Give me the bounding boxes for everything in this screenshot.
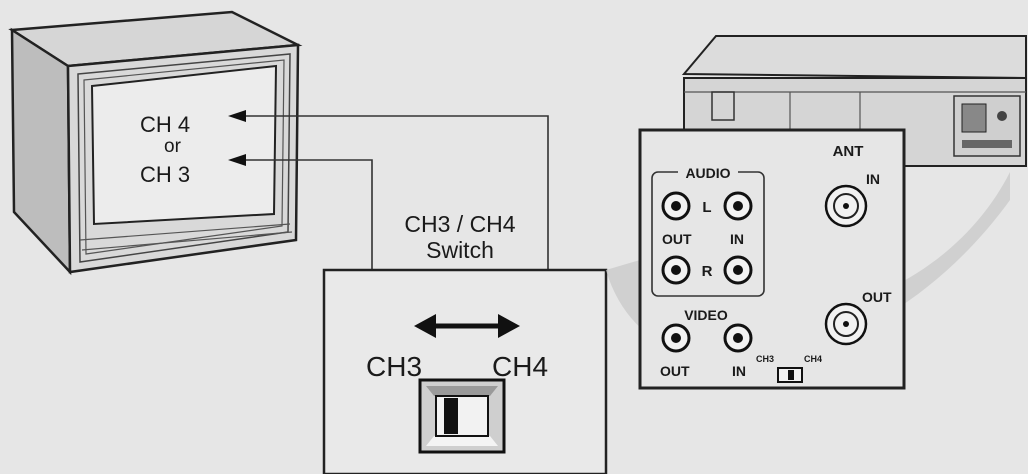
tv-side <box>10 27 72 276</box>
ant-out-connector-pin <box>843 321 849 327</box>
audio-right-channel-label: R <box>702 263 713 280</box>
slide-switch-knob[interactable] <box>444 398 458 434</box>
ant-out-connector-ring <box>833 311 859 337</box>
vcr-unit <box>681 35 1027 167</box>
tv-bezel-inner <box>83 59 285 255</box>
video-out-label: OUT <box>660 363 690 379</box>
switch-arrow-right-head <box>498 314 520 338</box>
audio-label-bg <box>678 163 738 181</box>
audio-out-left-jack-center <box>671 201 681 211</box>
ant-in-connector-ring <box>833 193 859 219</box>
switch-title-line1: CH3 / CH4 <box>404 211 515 237</box>
ant-in-connector-pin <box>843 203 849 209</box>
vcr-tape-slot <box>711 91 735 121</box>
tv-screen-or: or <box>164 136 182 157</box>
switch-title-line2: Switch <box>426 237 494 263</box>
audio-in-label: IN <box>730 231 744 247</box>
mini-ch3-label: CH3 <box>756 354 774 364</box>
tv-bottom-line <box>81 231 293 251</box>
video-out-jack-center <box>671 333 681 343</box>
ch4-arrowhead <box>228 110 246 122</box>
slide-switch-bevel <box>426 386 498 396</box>
switch-ch3-label: CH3 <box>366 351 422 382</box>
vcr-knob-icon <box>997 111 1007 121</box>
vcr-button-row <box>962 140 1012 148</box>
ant-in-label: IN <box>866 171 880 187</box>
tv-screen-ch3: CH 3 <box>140 162 190 187</box>
audio-in-right-jack-center <box>733 265 743 275</box>
switch-arrow-left-head <box>414 314 436 338</box>
ch3-arrowhead <box>228 154 246 166</box>
video-in-label: IN <box>732 363 746 379</box>
ant-label: ANT <box>833 143 864 160</box>
video-label: VIDEO <box>684 307 728 323</box>
mini-channel-switch-knob <box>788 370 794 380</box>
tv-screen <box>90 64 278 226</box>
switch-ch4-label: CH4 <box>492 351 548 382</box>
audio-left-channel-label: L <box>702 199 711 216</box>
vcr-rear-panel: AUDIO L OUT IN R VIDEO OUT IN CH3 CH4 AN… <box>638 128 906 390</box>
tv-set: CH 4 or CH 3 <box>8 10 303 276</box>
vcr-display <box>961 103 987 133</box>
slide-switch-bevel <box>426 436 498 446</box>
switch-callout: CH3 / CH4 Switch CH3 CH4 <box>322 211 608 474</box>
audio-in-left-jack-center <box>733 201 743 211</box>
slide-switch-track <box>435 395 489 437</box>
audio-out-right-jack-center <box>671 265 681 275</box>
audio-label: AUDIO <box>685 165 730 181</box>
vcr-top <box>681 35 1027 80</box>
ch4-signal-line <box>246 115 549 326</box>
audio-out-label: OUT <box>662 231 692 247</box>
mini-ch4-label: CH4 <box>804 354 822 364</box>
tv-screen-ch4: CH 4 <box>140 112 190 137</box>
tv-bottom-line <box>79 223 291 241</box>
video-in-jack-center <box>733 333 743 343</box>
ant-out-label: OUT <box>862 289 892 305</box>
